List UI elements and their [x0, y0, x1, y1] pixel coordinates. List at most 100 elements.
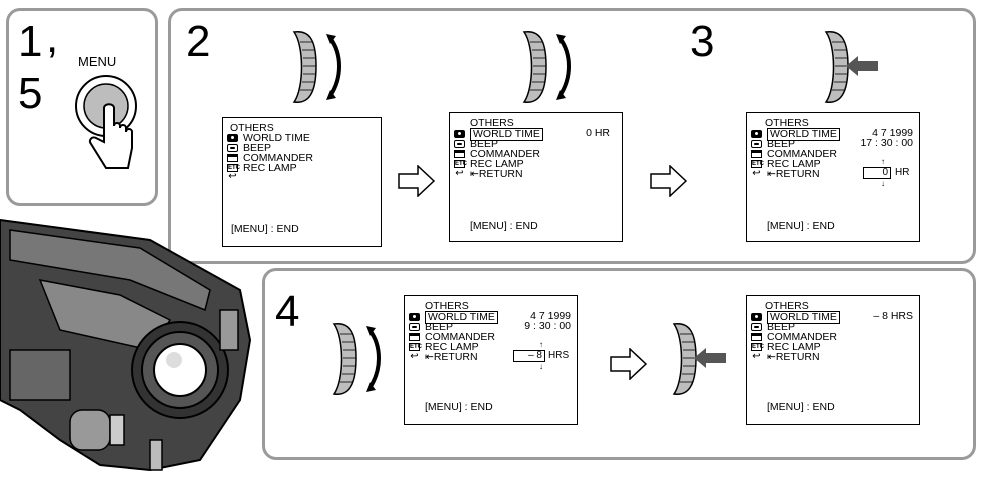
menu-header: OTHERS: [765, 117, 809, 129]
commander-icon: [454, 150, 465, 159]
menu-end-hint: [MENU] : END: [767, 220, 835, 232]
dial-turn-icon: [332, 322, 381, 395]
step-number-separator: ,: [46, 13, 59, 62]
stepper-value: 0: [863, 167, 891, 179]
menu-button-label: MENU: [78, 54, 117, 69]
stepper-down-icon: ↓: [539, 362, 543, 371]
menu-item-rec-lamp: REC LAMP: [470, 158, 524, 170]
date-value: 4 7 1999: [530, 310, 571, 322]
etc-icon: ETC: [751, 343, 764, 352]
dial-press-icon: [672, 322, 726, 395]
step-number-4: 4: [275, 287, 300, 336]
menu-item-return-label: RETURN: [775, 351, 820, 363]
step-number-3: 3: [690, 17, 715, 66]
camera-icon: [227, 134, 238, 143]
camcorder-icon: [0, 218, 252, 472]
hour-offset-stepper[interactable]: ↑ – 8 HRS ↓: [513, 340, 575, 372]
date-value: 4 7 1999: [872, 127, 913, 139]
step-number-1: 1: [18, 17, 43, 66]
return-icon: ↩: [752, 351, 761, 363]
camera-icon: [751, 313, 762, 322]
menu-item-commander: COMMANDER: [470, 148, 540, 160]
stepper-up-icon: ↑: [881, 157, 885, 166]
menu-header: OTHERS: [425, 300, 469, 312]
menu-item-world-time: WORLD TIME: [243, 132, 310, 144]
tape-icon: [227, 144, 238, 153]
hour-offset-stepper[interactable]: ↑ 0 HR ↓: [863, 157, 919, 189]
dial-turn-icon: [522, 30, 571, 103]
menu-header: OTHERS: [470, 117, 514, 129]
menu-item-commander: COMMANDER: [767, 331, 837, 343]
menu-item-world-time: WORLD TIME: [470, 128, 543, 141]
commander-icon: [227, 154, 238, 163]
menu-item-return: ⇤: [767, 168, 776, 180]
time-value: 17 : 30 : 00: [860, 137, 913, 149]
menu-item-rec-lamp: REC LAMP: [767, 341, 821, 353]
tape-icon: [409, 323, 420, 332]
stepper-up-icon: ↑: [539, 340, 543, 349]
menu-item-world-time: WORLD TIME: [767, 311, 840, 324]
tape-icon: [454, 140, 465, 149]
dial-press-icon: [824, 30, 878, 103]
return-icon: ↩: [410, 351, 419, 363]
camera-icon: [751, 130, 762, 139]
commander-icon: [751, 333, 762, 342]
menu-item-return: ⇤: [767, 351, 776, 363]
flow-arrow-icon: [650, 165, 688, 197]
etc-icon: ETC: [454, 160, 467, 169]
menu-item-rec-lamp: REC LAMP: [425, 341, 479, 353]
menu-button-icon[interactable]: [66, 72, 156, 192]
tape-icon: [751, 140, 762, 149]
menu-item-return: ⇤: [425, 351, 434, 363]
menu-item-beep: BEEP: [470, 138, 499, 150]
menu-item-return-label: RETURN: [478, 168, 523, 180]
return-icon: ↩: [752, 168, 761, 180]
etc-icon: ETC: [751, 160, 764, 169]
menu-header: OTHERS: [765, 300, 809, 312]
menu-item-rec-lamp: REC LAMP: [243, 162, 297, 174]
flow-arrow-icon: [610, 348, 648, 380]
stepper-unit: HR: [895, 167, 910, 178]
menu-item-commander: COMMANDER: [425, 331, 495, 343]
time-offset-value: – 8 HRS: [873, 310, 913, 322]
step-number-2: 2: [186, 17, 211, 66]
menu-item-world-time: WORLD TIME: [425, 311, 498, 324]
menu-item-rec-lamp: REC LAMP: [767, 158, 821, 170]
tape-icon: [751, 323, 762, 332]
commander-icon: [751, 150, 762, 159]
menu-item-commander: COMMANDER: [767, 148, 837, 160]
menu-item-return: ⇤: [470, 168, 479, 180]
menu-item-return-label: RETURN: [775, 168, 820, 180]
menu-item-beep: BEEP: [767, 138, 796, 150]
menu-item-beep: BEEP: [425, 321, 454, 333]
time-value: 9 : 30 : 00: [524, 320, 571, 332]
menu-end-hint: [MENU] : END: [231, 223, 299, 235]
camera-icon: [409, 313, 420, 322]
stepper-value: – 8: [513, 350, 545, 362]
menu-end-hint: [MENU] : END: [425, 401, 493, 413]
etc-icon: ETC: [409, 343, 422, 352]
camera-icon: [454, 130, 465, 139]
menu-item-beep: BEEP: [243, 142, 272, 154]
menu-end-hint: [MENU] : END: [767, 401, 835, 413]
stepper-unit: HRS: [548, 350, 570, 361]
stepper-down-icon: ↓: [881, 179, 885, 188]
return-icon: ↩: [455, 168, 464, 180]
menu-item-beep: BEEP: [767, 321, 796, 333]
commander-icon: [409, 333, 420, 342]
menu-end-hint: [MENU] : END: [470, 220, 538, 232]
menu-item-commander: COMMANDER: [243, 152, 313, 164]
menu-item-world-time: WORLD TIME: [767, 128, 840, 141]
return-icon: ↩: [228, 171, 237, 182]
dial-turn-icon: [292, 30, 341, 103]
flow-arrow-icon: [398, 165, 436, 197]
menu-header: OTHERS: [230, 122, 274, 134]
etc-icon: ETC: [227, 164, 240, 173]
time-offset-value: 0 HR: [586, 127, 610, 139]
step-number-5: 5: [18, 69, 43, 118]
